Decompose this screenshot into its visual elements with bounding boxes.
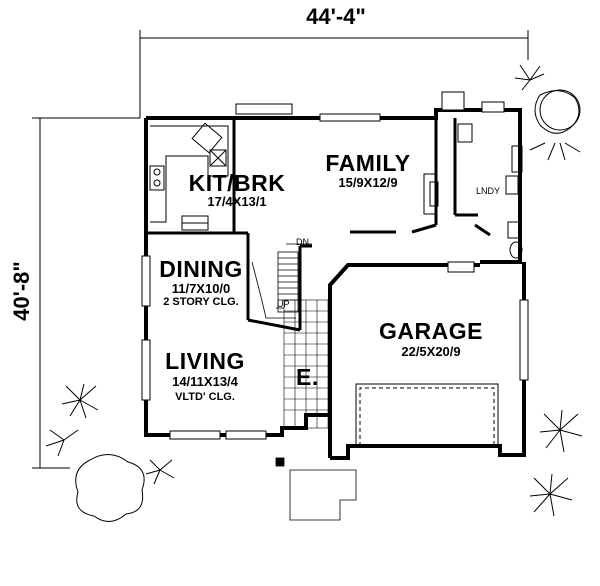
- width-dimension: 44'-4": [306, 4, 366, 29]
- garage-door: [355, 383, 499, 446]
- entry-name: E.: [296, 364, 319, 390]
- tree-bottom-left: [45, 383, 175, 522]
- stairs-up-label: UP: [277, 299, 290, 309]
- dimension-lines: [32, 30, 529, 469]
- entry-steps: [275, 457, 357, 521]
- kit-brk-name: KIT/BRK: [188, 170, 286, 196]
- fireplace: [423, 173, 439, 215]
- stairs-down-label: DN: [296, 237, 309, 247]
- laundry-name: LNDY: [476, 186, 501, 196]
- garage-name: GARAGE: [379, 318, 483, 344]
- family-size: 15/9X12/9: [338, 175, 398, 190]
- tree-top-right: [514, 64, 581, 161]
- windows: [141, 91, 529, 440]
- interior-walls: [146, 118, 491, 332]
- staircase: [251, 243, 312, 319]
- depth-dimension: 40'-8": [8, 261, 34, 321]
- living-note: VLTD' CLG.: [175, 391, 235, 403]
- entry-tile: [283, 299, 329, 429]
- living-name: LIVING: [165, 348, 245, 374]
- kitchen-counters: [149, 122, 229, 231]
- family-name: FAMILY: [325, 150, 411, 176]
- dining-note: 2 STORY CLG.: [163, 296, 239, 308]
- dining-name: DINING: [159, 256, 243, 282]
- living-size: 14/11X13/4: [172, 374, 238, 389]
- dining-size: 11/7X10/0: [171, 281, 231, 296]
- kit-brk-size: 17/4X13/1: [207, 194, 267, 209]
- garage-size: 22/5X20/9: [401, 344, 461, 359]
- laundry-fixtures: [457, 123, 523, 259]
- tree-bottom-right: [529, 409, 583, 517]
